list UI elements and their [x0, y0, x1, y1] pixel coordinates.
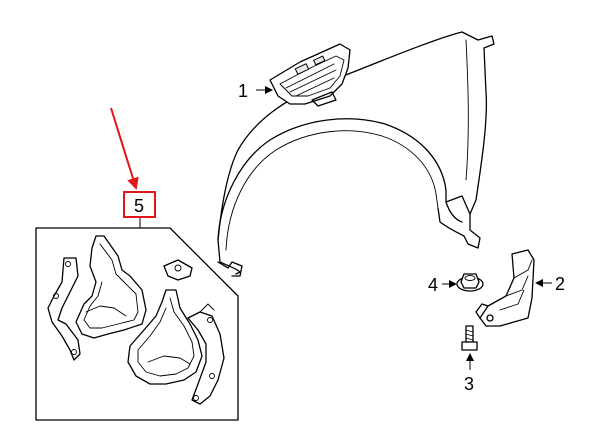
callout-5-label: 5	[134, 196, 144, 216]
callout-1-label: 1	[238, 81, 248, 101]
bolt-part	[461, 325, 478, 351]
mud-flap-right	[127, 289, 225, 405]
callout-2-label: 2	[555, 274, 565, 294]
callout-4-label: 4	[428, 275, 438, 295]
fastener-clip	[163, 259, 193, 281]
highlight-box	[123, 191, 156, 218]
mud-flap-left	[47, 235, 147, 361]
side-vent-part	[269, 43, 351, 107]
fender-panel	[217, 31, 495, 277]
callout-3-label: 3	[464, 374, 474, 394]
highlight-arrow	[110, 107, 139, 190]
nut-part	[456, 273, 484, 292]
splash-shield-part	[475, 249, 535, 327]
